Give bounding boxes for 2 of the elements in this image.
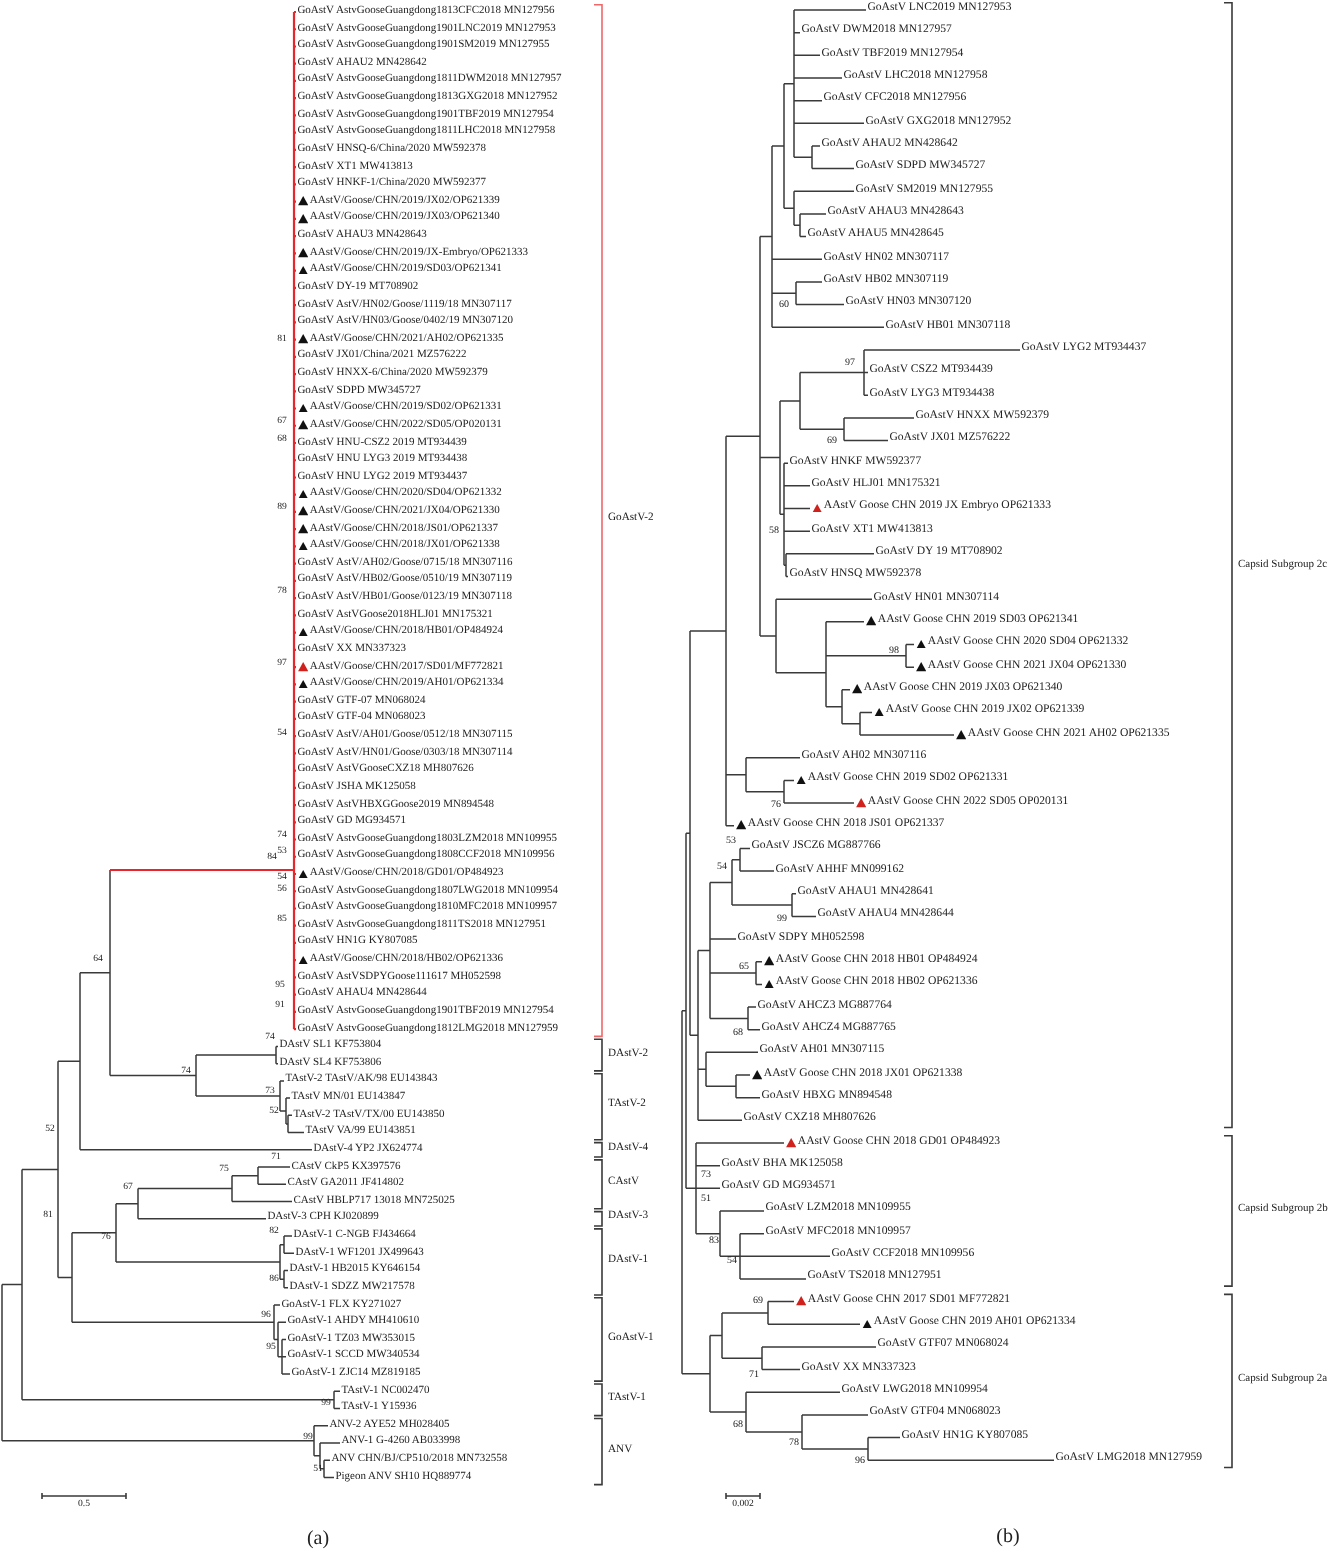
panel-label: (b) xyxy=(996,1528,1020,1548)
panel-label: (a) xyxy=(306,1530,330,1550)
